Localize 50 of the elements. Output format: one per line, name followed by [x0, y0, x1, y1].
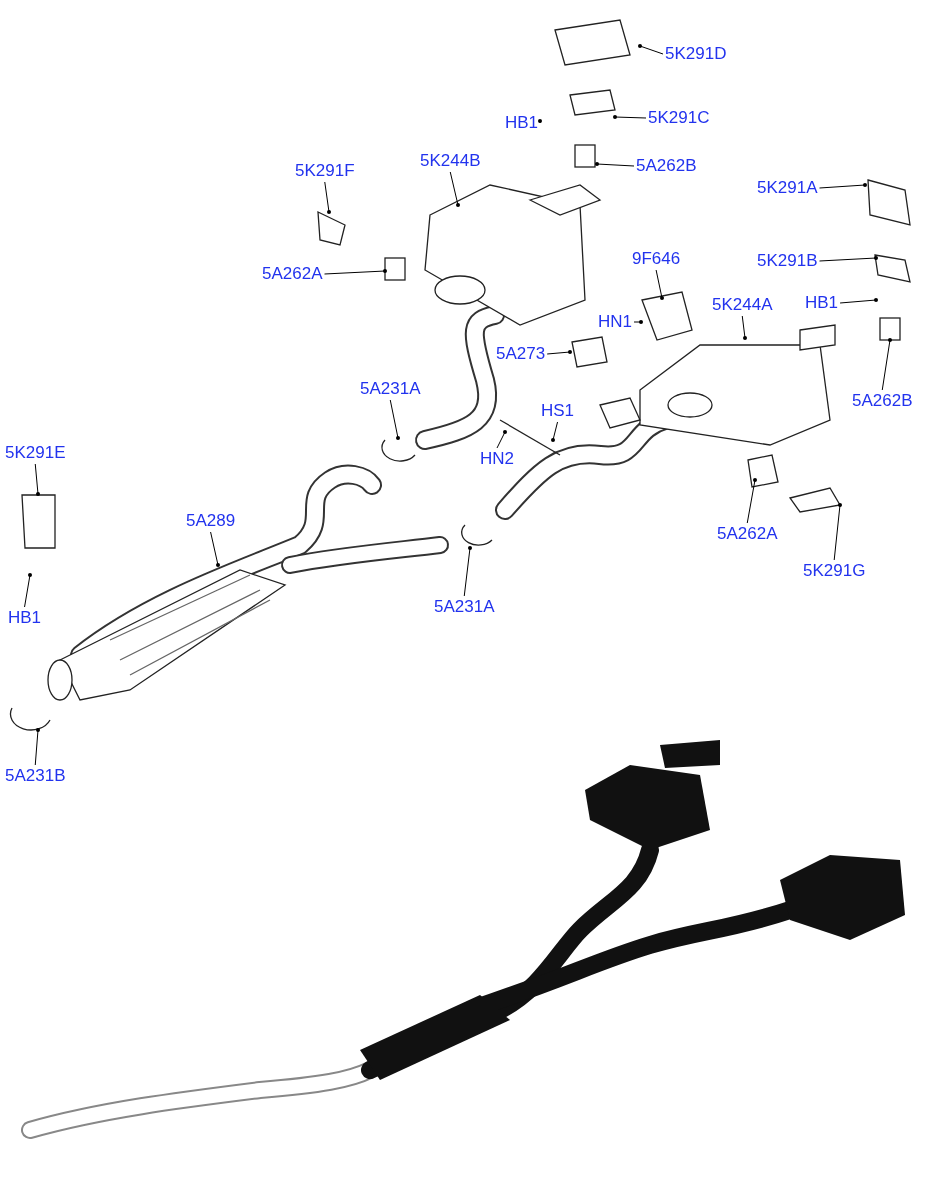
- leader-line: [638, 44, 664, 55]
- callout-label: 5K291F: [295, 161, 355, 181]
- leader-line: [389, 399, 400, 440]
- callout-label: 5K244B: [420, 151, 481, 171]
- leader-line: [324, 181, 331, 214]
- callout-label: HN2: [480, 449, 514, 469]
- callout-label: HS1: [541, 401, 575, 421]
- leader-line: [538, 119, 542, 124]
- leader-line: [324, 269, 387, 275]
- callout-label: 9F646: [632, 249, 681, 269]
- callout-label: 5K244A: [712, 295, 773, 315]
- leader-line: [551, 421, 559, 442]
- callout-label: HB1: [8, 608, 42, 628]
- callout-label: 5A262A: [717, 524, 778, 544]
- leader-line: [833, 503, 842, 561]
- leader-line: [595, 162, 635, 167]
- leader-line: [24, 573, 32, 608]
- callout-label: 5A231B: [5, 766, 66, 786]
- callout-label: 5K291A: [757, 178, 818, 198]
- leader-line: [881, 338, 892, 391]
- leader-line: [463, 546, 472, 597]
- callout-label: 5K291C: [648, 108, 710, 128]
- leader-line: [546, 350, 572, 355]
- callout-label: 5K291E: [5, 443, 66, 463]
- leader-line: [496, 430, 507, 449]
- callout-label: 5A231A: [360, 379, 421, 399]
- callout-label: 5A273: [496, 344, 546, 364]
- callout-label: 5A262B: [852, 391, 913, 411]
- leader-line: [210, 531, 220, 567]
- leader-line: [819, 183, 867, 189]
- callout-label: HN1: [598, 312, 632, 332]
- leader-line: [34, 463, 40, 496]
- leader-line: [34, 728, 40, 766]
- callout-label: 5K291D: [665, 44, 727, 64]
- callout-label: HB1: [505, 113, 539, 133]
- leader-line: [746, 478, 757, 524]
- leader-line: [839, 298, 878, 304]
- callout-label: 5A262B: [636, 156, 697, 176]
- callout-label: 5A231A: [434, 597, 495, 617]
- leader-line: [655, 269, 664, 300]
- leader-line: [633, 320, 643, 324]
- callout-label: 5A262A: [262, 264, 323, 284]
- callout-label: HB1: [805, 293, 839, 313]
- callout-label: 5K291G: [803, 561, 866, 581]
- callout-label: 5A289: [186, 511, 236, 531]
- leader-line: [741, 315, 747, 340]
- leader-line: [613, 115, 647, 119]
- callout-label: 5K291B: [757, 251, 818, 271]
- leader-line: [819, 256, 878, 262]
- leader-line: [449, 171, 460, 207]
